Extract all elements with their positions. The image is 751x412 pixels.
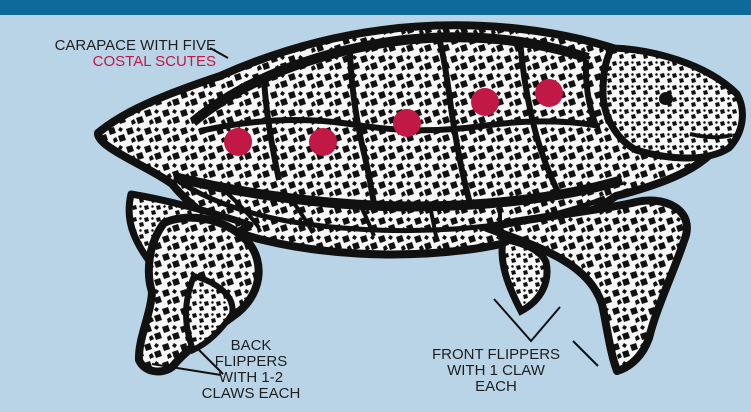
label-carapace-line-2: COSTAL SCUTES [6,54,216,70]
scute-marker-1 [224,128,252,156]
scute-marker-5 [535,79,563,107]
label-front-flippers: FRONT FLIPPERS WITH 1 CLAW EACH [406,347,586,395]
label-front-line-1: FRONT FLIPPERS [406,347,586,363]
label-front-line-2: WITH 1 CLAW [406,363,586,379]
label-back-line-3: WITH 1-2 [186,370,316,386]
scute-marker-2 [309,128,337,156]
scute-marker-4 [471,88,499,116]
turtle-body [98,25,742,371]
label-back-line-4: CLAWS EACH [186,386,316,402]
label-back-flippers: BACK FLIPPERS WITH 1-2 CLAWS EACH [186,338,316,402]
scute-marker-3 [393,109,421,137]
label-front-line-3: EACH [406,379,586,395]
label-back-line-2: FLIPPERS [186,354,316,370]
label-back-line-1: BACK [186,338,316,354]
label-carapace: CARAPACE WITH FIVE COSTAL SCUTES [6,38,216,70]
label-carapace-line-1: CARAPACE WITH FIVE [6,38,216,54]
